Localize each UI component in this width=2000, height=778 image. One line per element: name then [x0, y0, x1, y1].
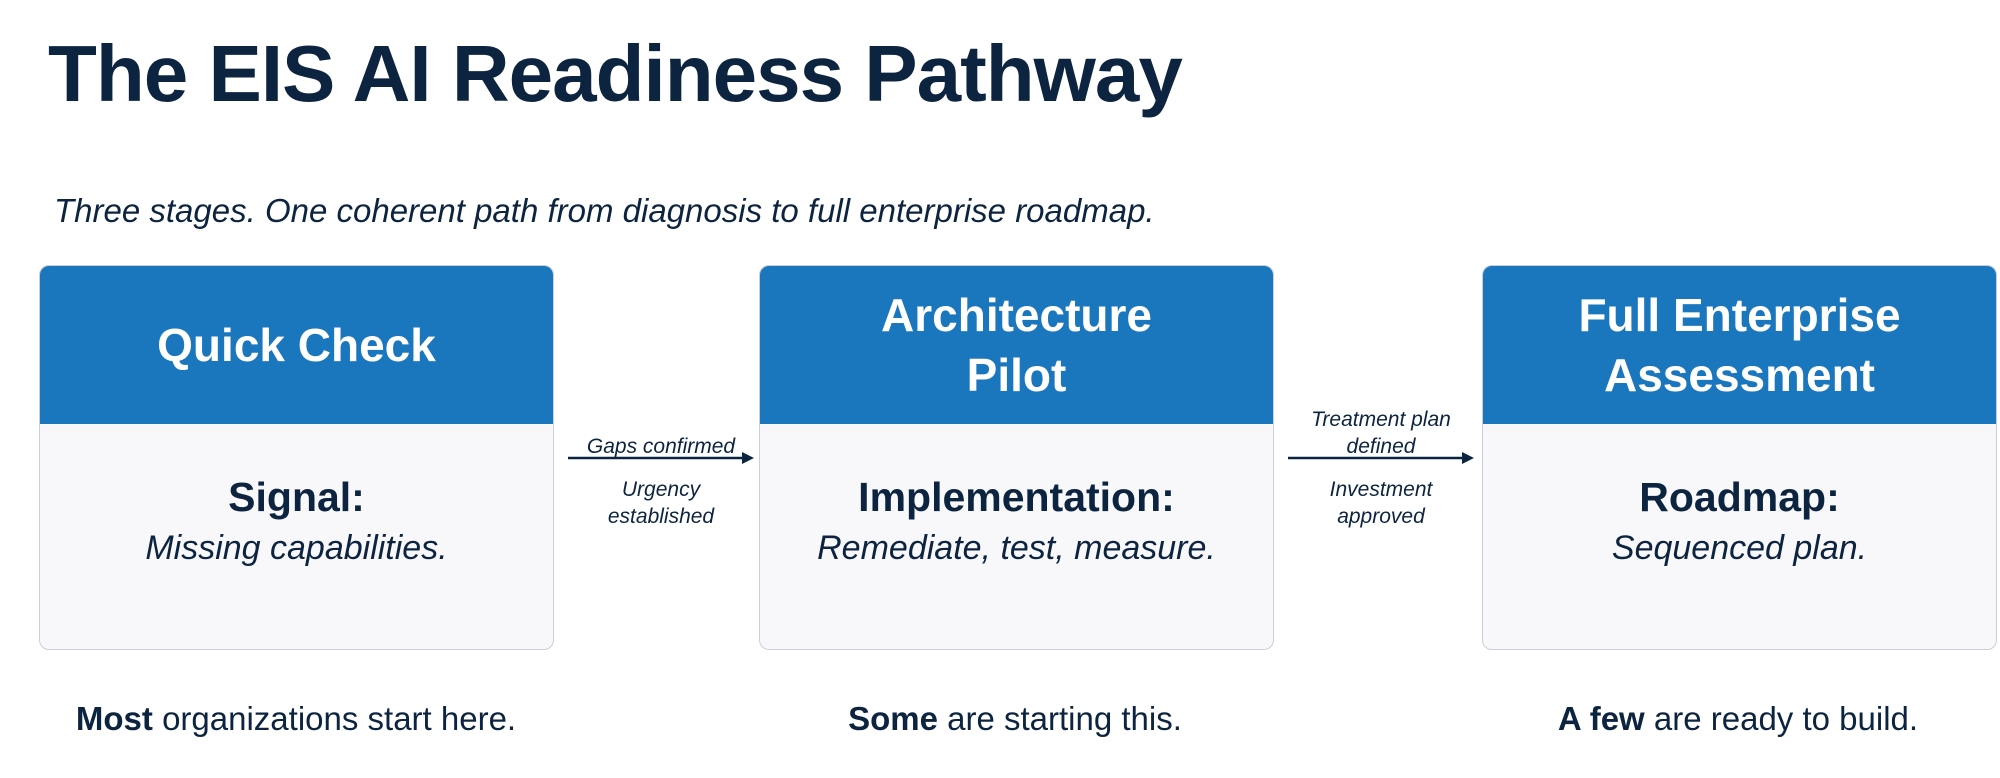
- transition-text: Urgency: [621, 478, 701, 501]
- stage-body: Signal: Missing capabilities.: [40, 424, 553, 649]
- right-arrow-icon: [1288, 452, 1474, 464]
- transition-label-below: Urgency established: [566, 476, 756, 530]
- stage-header-line: Full Enterprise: [1578, 289, 1901, 341]
- transition-label-above: Gaps confirmed: [566, 433, 756, 460]
- stage-header-line: Pilot: [966, 349, 1067, 401]
- stage-header-line: Assessment: [1603, 349, 1876, 401]
- transition-text: Gaps confirmed: [586, 435, 736, 458]
- footer-text: are ready to build.: [1644, 700, 1919, 737]
- transition-connector-1: Gaps confirmed Urgency established: [566, 400, 756, 540]
- stage-footer-note: Most organizations start here.: [76, 700, 516, 738]
- transition-text: Treatment plan: [1311, 408, 1451, 431]
- transition-text: established: [607, 505, 715, 528]
- right-arrow-icon: [568, 452, 754, 464]
- stage-description: Missing capabilities.: [145, 528, 448, 567]
- stage-header-line: Architecture: [881, 289, 1152, 341]
- footer-text: organizations start here.: [152, 700, 517, 737]
- transition-label-above: Treatment plan defined: [1286, 406, 1476, 460]
- page-title: The EIS AI Readiness Pathway: [48, 29, 1183, 118]
- transition-text: defined: [1346, 435, 1416, 458]
- transition-text: approved: [1337, 505, 1425, 528]
- footer-emphasis: Some: [848, 700, 938, 737]
- stage-label: Implementation:: [858, 473, 1175, 520]
- footer-emphasis: A few: [1557, 700, 1645, 737]
- transition-label-below: Investment approved: [1286, 476, 1476, 530]
- stage-card-architecture-pilot: Architecture Pilot Implementation: Remed…: [759, 265, 1274, 650]
- stage-header: Full Enterprise Assessment: [1483, 266, 1996, 424]
- stage-description: Remediate, test, measure.: [817, 528, 1216, 567]
- stage-header: Architecture Pilot: [760, 266, 1273, 424]
- stage-footer-note: Some are starting this.: [848, 700, 1182, 738]
- stage-description: Sequenced plan.: [1611, 528, 1868, 567]
- stage-card-full-enterprise-assessment: Full Enterprise Assessment Roadmap: Sequ…: [1482, 265, 1997, 650]
- stage-label: Roadmap:: [1639, 473, 1840, 520]
- transition-text: Investment: [1329, 478, 1433, 501]
- stage-body: Roadmap: Sequenced plan.: [1483, 424, 1996, 649]
- stage-card-quick-check: Quick Check Signal: Missing capabilities…: [39, 265, 554, 650]
- footer-emphasis: Most: [75, 700, 153, 737]
- footer-text: are starting this.: [937, 700, 1182, 737]
- transition-connector-2: Treatment plan defined Investment approv…: [1286, 400, 1476, 540]
- stage-header-line: Quick Check: [157, 319, 436, 371]
- page-subtitle: Three stages. One coherent path from dia…: [54, 192, 1155, 229]
- stage-body: Implementation: Remediate, test, measure…: [760, 424, 1273, 649]
- stage-footer-note: A few are ready to build.: [1558, 700, 1918, 738]
- stage-header: Quick Check: [40, 266, 553, 424]
- stage-label: Signal:: [228, 473, 365, 520]
